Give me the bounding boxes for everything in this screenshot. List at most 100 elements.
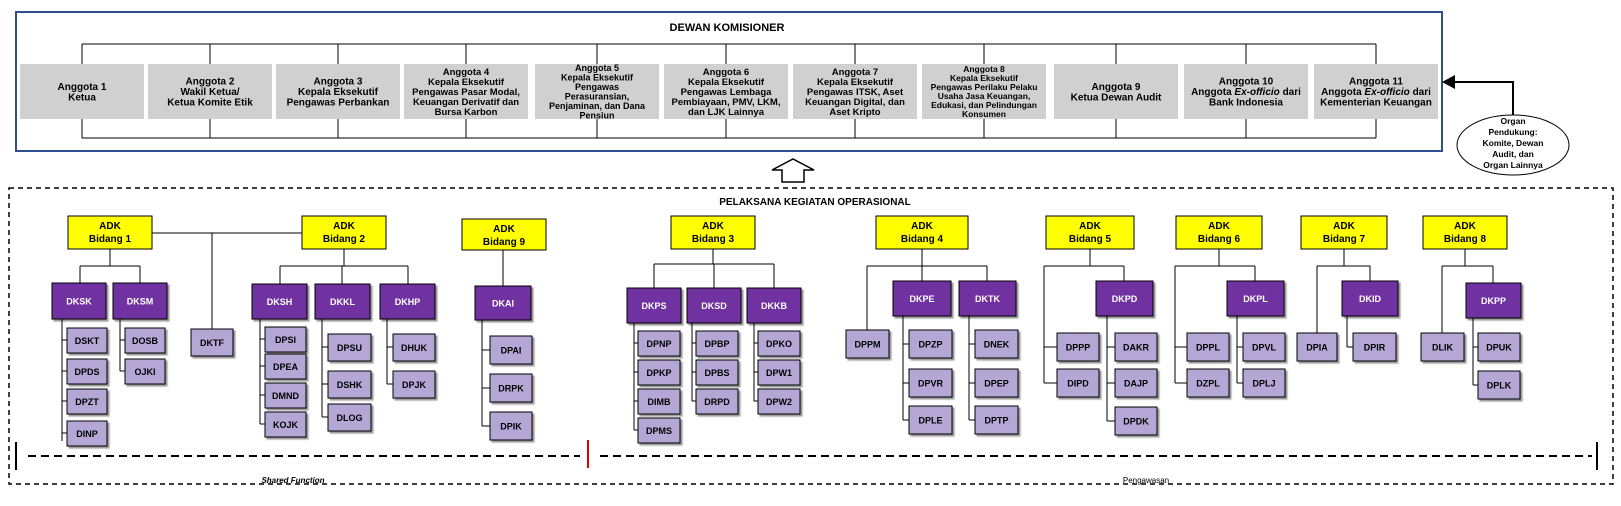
adk-bidang-label: Bidang 1 [89, 234, 132, 245]
unit-box-dipd [1056, 368, 1100, 398]
dept-label: DKPD [1112, 294, 1138, 304]
anggota-8-label-line: Kepala Eksekutif [950, 73, 1018, 83]
anggota-10-label-line: Anggota Ex-officio dari [1191, 87, 1301, 98]
anggota-1-label-line: Ketua [68, 92, 96, 103]
anggota-6-label-line: Anggota 6 [703, 67, 749, 78]
anggota-box [922, 64, 1046, 119]
unit-box-dplk [1477, 370, 1521, 400]
anggota-5-label-line: Perasuransian, [565, 91, 630, 101]
dept-label: DKSH [267, 297, 293, 307]
dept-box-dkpl [1226, 280, 1285, 317]
organ-pendukung-ellipse [1456, 114, 1570, 176]
organ-pendukung-label: Organ Lainnya [1483, 160, 1543, 170]
adk-prefix-label: ADK [1333, 221, 1355, 232]
unit-box-dpsi [264, 326, 307, 353]
unit-box-dshk [327, 370, 372, 399]
unit-box-dpik [489, 411, 533, 441]
unit-label: DPSI [275, 335, 296, 345]
unit-label: DAKR [1123, 343, 1149, 353]
unit-label: DPIA [1306, 343, 1328, 353]
organ-pendukung-label: Komite, Dewan [1483, 138, 1544, 148]
dept-label: DKPP [1481, 296, 1506, 306]
anggota-10-label-line: Anggota 10 [1219, 77, 1274, 88]
adk-bidang-label: Bidang 7 [1323, 234, 1366, 245]
unit-label: DPDK [1123, 417, 1149, 427]
anggota-box [664, 64, 788, 119]
dept-label: DKSD [701, 301, 727, 311]
adk-bidang-label: Bidang 4 [901, 234, 944, 245]
dept-label: DKPS [641, 301, 666, 311]
anggota-8-label-line: Usaha Jasa Keuangan, [938, 91, 1031, 101]
unit-box-dpw2 [757, 388, 801, 415]
unit-box-dpep [974, 368, 1019, 398]
unit-box-dpko [757, 330, 801, 357]
dept-box-dkkl [314, 283, 371, 320]
unit-label: DPBP [704, 339, 729, 349]
unit-label: OJKI [134, 367, 155, 377]
unit-box-dhuk [392, 333, 436, 362]
adk-prefix-label: ADK [1079, 221, 1101, 232]
unit-box-drpd [695, 388, 739, 415]
shared-function-label: Shared Function [261, 476, 324, 485]
unit-label: DPPP [1066, 343, 1091, 353]
unit-label: DPMS [646, 426, 672, 436]
unit-label: DPW2 [766, 397, 792, 407]
unit-label: DPJK [402, 380, 427, 390]
unit-box-drpk [489, 373, 533, 403]
unit-box-dppp [1056, 332, 1100, 362]
anggota-box [793, 64, 917, 119]
anggota-7-label-line: Pengawas ITSK, Aset [807, 87, 904, 98]
unit-label: DPEP [984, 379, 1009, 389]
dept-label: DKHP [395, 297, 421, 307]
unit-label: DPKP [646, 368, 671, 378]
unit-box-dpai [489, 335, 533, 365]
unit-box-dpzp [908, 329, 953, 359]
unit-box-dnek [974, 329, 1019, 359]
adk-prefix-label: ADK [333, 221, 355, 232]
anggota-box [148, 64, 272, 119]
unit-box-ojki [124, 358, 166, 385]
operational-title: PELAKSANA KEGIATAN OPERASIONAL [719, 197, 911, 208]
unit-label: DPLJ [1252, 379, 1275, 389]
anggota-8-label-line: Pengawas Perilaku Pelaku [931, 82, 1038, 92]
adk-bidang-label: Bidang 5 [1069, 234, 1112, 245]
unit-label: DNEK [984, 340, 1010, 350]
adk-box-1 [67, 215, 153, 250]
anggota-5-label-line: Anggota 5 [575, 63, 619, 73]
adk-bidang-label: Bidang 6 [1198, 234, 1241, 245]
dept-label: DKPE [909, 294, 934, 304]
anggota-box [1314, 64, 1438, 119]
anggota-3-label-line: Kepala Eksekutif [298, 87, 379, 98]
anggota-2-label-line: Anggota 2 [186, 77, 235, 88]
unit-box-dppl [1186, 332, 1230, 362]
adk-box-7 [1175, 215, 1263, 250]
organ-pendukung-label: Pendukung: [1488, 127, 1537, 137]
unit-box-dzpl [1186, 368, 1230, 398]
unit-label: DPEA [273, 362, 299, 372]
unit-box-dpjk [392, 370, 436, 399]
anggota-5-label-line: Pengawas [575, 82, 619, 92]
unit-label: DINP [76, 429, 98, 439]
anggota-3-label-line: Pengawas Perbankan [287, 98, 390, 109]
dept-label: DKSK [66, 297, 92, 307]
dept-box-dksd [686, 287, 742, 324]
adk-bidang-label: Bidang 2 [323, 234, 366, 245]
anggota-5-label-line: Pensiun [579, 110, 614, 120]
adk-bidang-label: Bidang 9 [483, 237, 526, 248]
anggota-box [404, 64, 528, 119]
unit-label: DMND [272, 391, 299, 401]
dept-box-dkpp [1465, 282, 1522, 319]
dept-label: DKID [1359, 294, 1381, 304]
unit-box-dple [908, 405, 953, 435]
unit-label: DPLE [918, 416, 942, 426]
anggota-2-label-line: Wakil Ketua/ [180, 87, 239, 98]
adk-prefix-label: ADK [911, 221, 933, 232]
dept-label: DKPL [1243, 294, 1268, 304]
unit-label: DRPD [704, 397, 730, 407]
anggota-3-label-line: Anggota 3 [314, 77, 363, 88]
dept-label: DKAI [492, 299, 514, 309]
dept-box-dkhp [379, 283, 436, 320]
unit-label: DPSU [337, 343, 362, 353]
organ-arrow-line [1446, 81, 1514, 115]
unit-box-dpw1 [757, 359, 801, 386]
